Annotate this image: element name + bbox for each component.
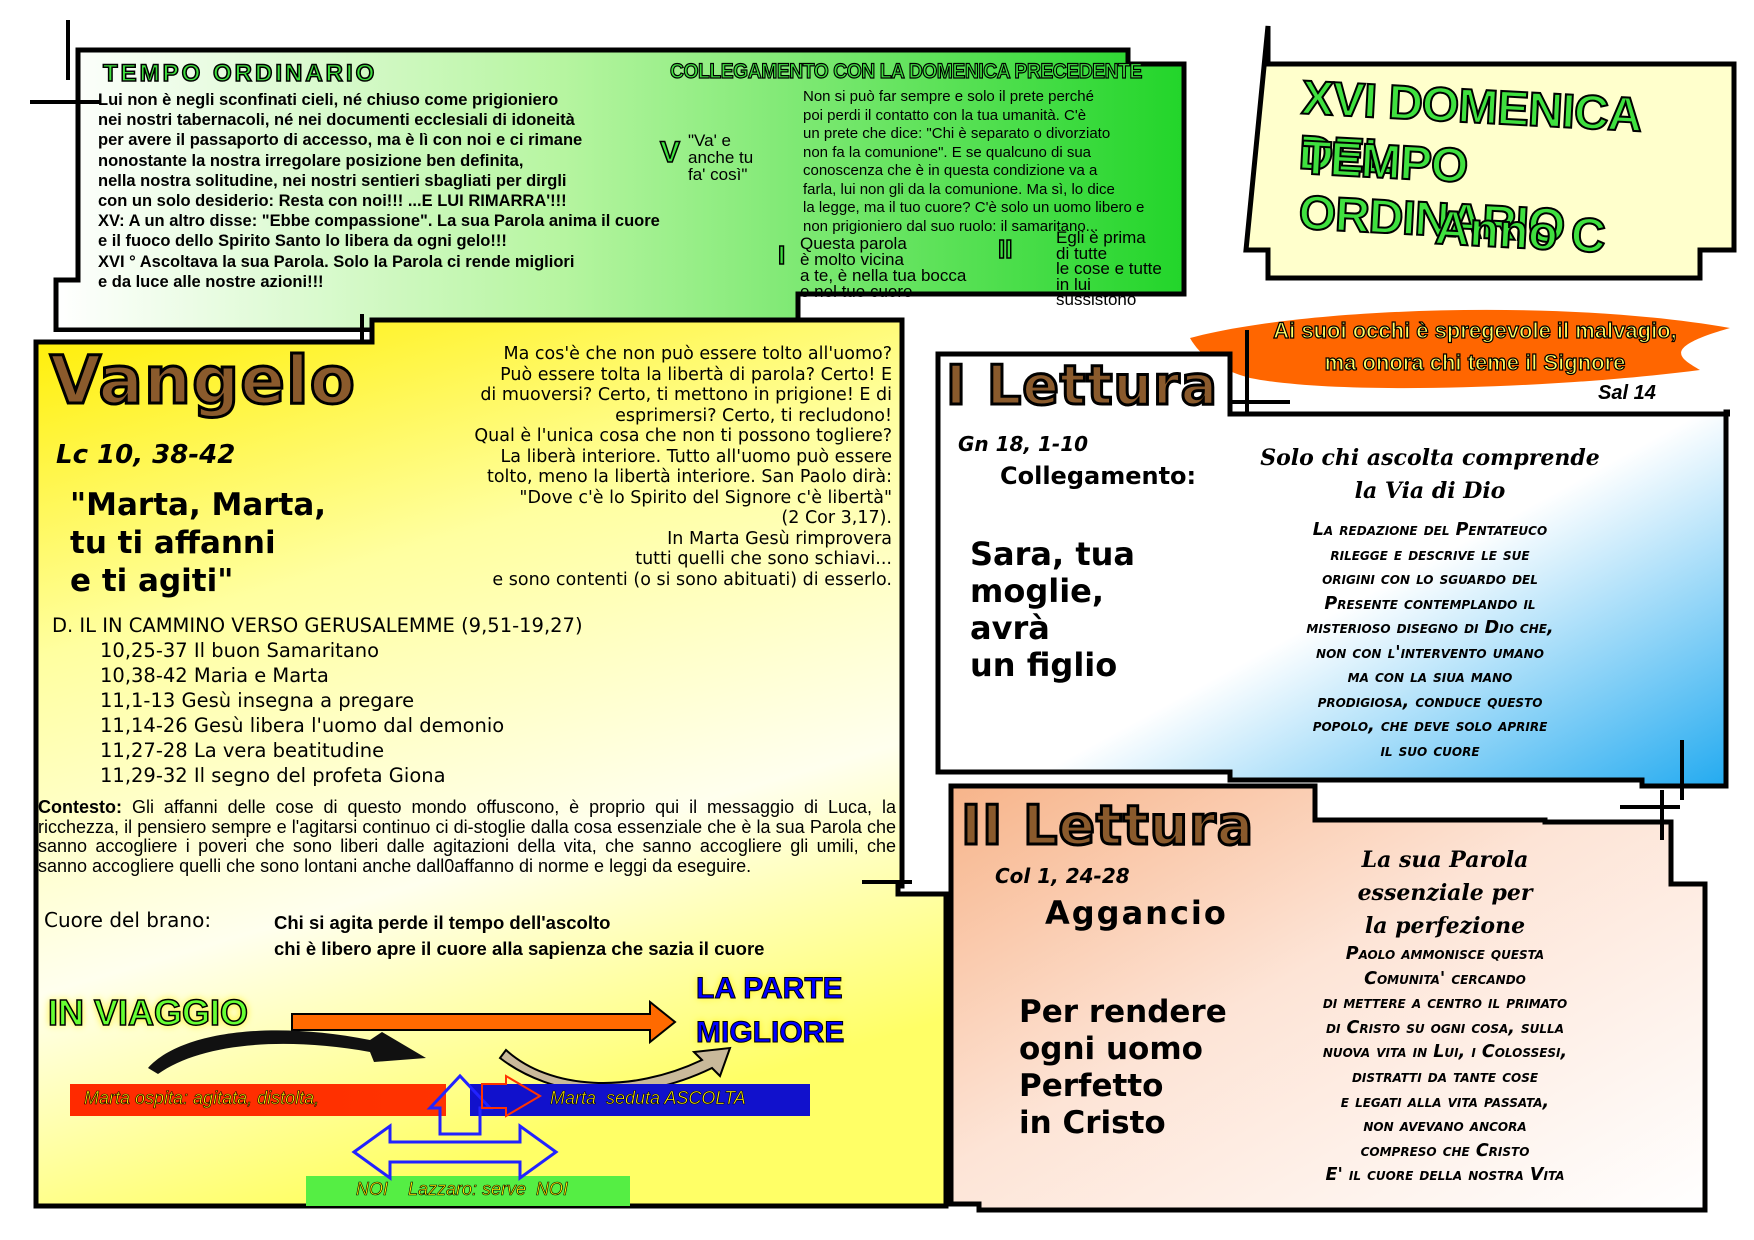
in-viaggio-label: IN VIAGGIO bbox=[47, 991, 249, 1034]
header-background bbox=[53, 47, 1187, 332]
lettura1-background bbox=[935, 351, 1730, 789]
lettura1-title: I Lettura bbox=[944, 353, 1219, 419]
quote-prima: Egli è prima di tutte le cose e tutte in… bbox=[1056, 228, 1162, 309]
title-box: XVI DOMENICA DEL TEMPO ORDINARIO Anno C bbox=[1240, 20, 1740, 290]
lettura1-subtitle: Solo chi ascolta comprende la Via di Dio bbox=[1260, 445, 1600, 504]
marker-v: V bbox=[659, 135, 681, 170]
marker-i: I bbox=[777, 239, 786, 271]
cuore-label: Cuore del brano: bbox=[44, 908, 212, 932]
title-line-3: Anno C bbox=[1433, 201, 1608, 265]
lettura2-title: II Lettura bbox=[959, 793, 1255, 859]
passage-item: 11,27-28 La vera beatitudine bbox=[100, 739, 385, 762]
frame-line bbox=[1680, 740, 1684, 800]
lettura2-subtitle: La sua Parola essenziale per la perfezio… bbox=[1357, 847, 1533, 939]
frame-line bbox=[862, 880, 912, 884]
lettura2-panel: II Lettura Col 1, 24-28 Aggancio Per ren… bbox=[945, 780, 1735, 1220]
header-right-text: Non si può far sempre e solo il prete pe… bbox=[803, 88, 1145, 235]
contesto-label: Contesto: bbox=[38, 797, 122, 817]
vangelo-title: Vangelo bbox=[49, 341, 357, 421]
lettura2-big-quote: Per rendere ogni uomo Perfetto in Cristo bbox=[1019, 994, 1227, 1141]
passage-item: 11,1-13 Gesù insegna a pregare bbox=[100, 689, 415, 712]
marta-seduta-label: Marta seduta ASCOLTA bbox=[550, 1088, 746, 1109]
psalm-ref: Sal 14 bbox=[1598, 382, 1656, 404]
parte-migliore-line-2: MIGLIORE bbox=[695, 1016, 845, 1050]
marker-ii: II bbox=[997, 233, 1013, 265]
header-section-label: TEMPO ORDINARIO bbox=[102, 59, 378, 88]
quote-va: "Va' e anche tu fa' così" bbox=[688, 131, 754, 184]
vangelo-ref: Lc 10, 38-42 bbox=[56, 440, 236, 470]
lettura1-ref: Gn 18, 1-10 bbox=[958, 432, 1089, 456]
contesto-block: Contesto: Gli affanni delle cose di ques… bbox=[38, 797, 896, 876]
psalm-ribbon bbox=[1190, 309, 1730, 389]
frame-line bbox=[1230, 400, 1290, 404]
passage-item: 10,25-37 Il buon Samaritano bbox=[100, 639, 380, 662]
vangelo-reflection: Ma cos'è che non può essere tolto all'uo… bbox=[474, 344, 892, 590]
vangelo-panel: Vangelo Lc 10, 38-42 "Marta, Marta, tu t… bbox=[30, 316, 970, 1216]
title-box-background bbox=[1243, 25, 1737, 281]
frame-line bbox=[1660, 790, 1664, 840]
passage-item: 11,29-32 Il segno del profeta Giona bbox=[100, 764, 446, 787]
diagram-arrows bbox=[70, 999, 810, 1206]
vangelo-quote: "Marta, Marta, tu ti affanni e ti agiti" bbox=[70, 487, 327, 599]
noi-bar-label: NOI Lazzaro: serve NOI bbox=[356, 1179, 569, 1200]
section-heading: D. IL IN CAMMINO VERSO GERUSALEMME (9,51… bbox=[52, 614, 583, 637]
link-title: COLLEGAMENTO CON LA DOMENICA PRECEDENTE bbox=[669, 59, 1142, 83]
passage-item: 11,14-26 Gesù libera l'uomo dal demonio bbox=[100, 714, 505, 737]
header-panel: TEMPO ORDINARIO Lui non è negli sconfina… bbox=[48, 44, 1188, 332]
parte-migliore-line-1: LA PARTE bbox=[696, 972, 844, 1006]
passage-item: 10,38-42 Maria e Marta bbox=[100, 664, 329, 687]
lettura2-aggancio: Aggancio bbox=[1045, 894, 1228, 932]
cuore-text: Chi si agita perde il tempo dell'ascolto… bbox=[274, 912, 765, 959]
frame-line bbox=[360, 314, 364, 344]
lettura2-ref: Col 1, 24-28 bbox=[995, 864, 1130, 888]
contesto-text: Gli affanni delle cose di questo mondo o… bbox=[38, 797, 896, 876]
vangelo-background bbox=[33, 317, 949, 1209]
passage-list: 10,25-37 Il buon Samaritano 10,38-42 Mar… bbox=[100, 638, 504, 788]
lettura1-panel: I Lettura Gn 18, 1-10 Collegamento: Sara… bbox=[930, 340, 1730, 800]
frame-line bbox=[30, 100, 100, 104]
marta-ospita-label: Marta ospita: agitata, distolta, bbox=[84, 1088, 320, 1109]
header-intro-text: Lui non è negli sconfinati cieli, né chi… bbox=[98, 91, 660, 291]
quote-parola: Questa parola è molto vicina a te, è nel… bbox=[800, 234, 967, 301]
psalm-text: Ai suoi occhi è spregevole il malvagio, … bbox=[1273, 317, 1678, 375]
lettura2-background bbox=[948, 783, 1708, 1213]
lettura1-body: La redazione del Pentateuco rilegge e de… bbox=[1306, 520, 1554, 761]
lettura1-collegamento: Collegamento: bbox=[1000, 462, 1197, 490]
frame-line bbox=[66, 20, 70, 80]
frame-line bbox=[1245, 330, 1249, 420]
lettura1-big-quote: Sara, tua moglie, avrà un figlio bbox=[970, 535, 1135, 684]
lettura2-body: Paolo ammonisce questa Comunita' cercand… bbox=[1322, 944, 1568, 1186]
frame-line bbox=[1620, 805, 1680, 809]
